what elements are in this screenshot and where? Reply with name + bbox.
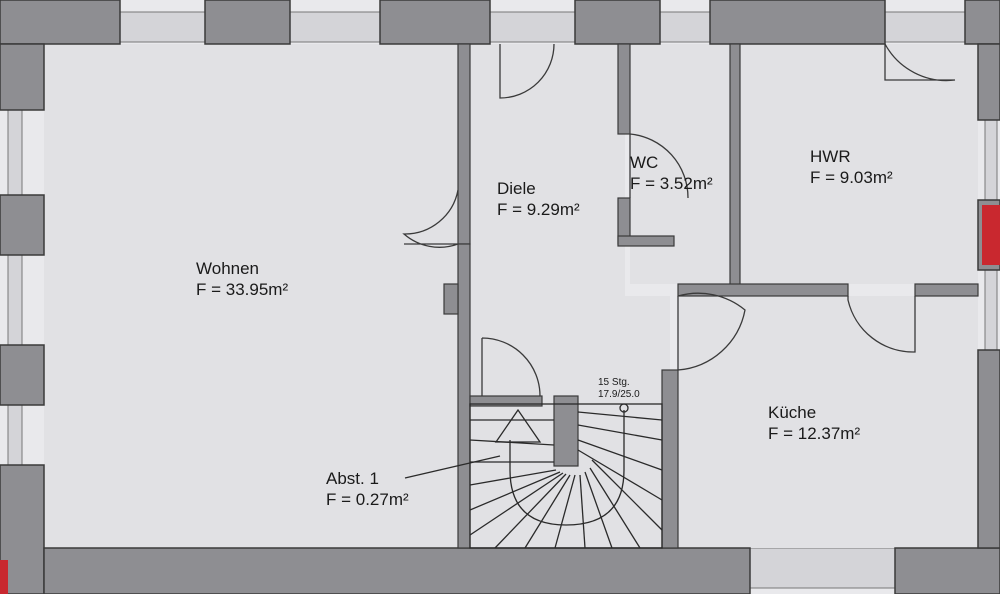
wall-top-1	[0, 0, 121, 45]
label-wohnen: Wohnen F = 33.95m²	[196, 258, 288, 300]
wall-wc-bottom	[617, 235, 675, 247]
label-stairs: 15 Stg. 17.9/25.0	[598, 377, 640, 401]
wall-hwr-bottom-right	[914, 283, 979, 297]
red-marks	[0, 205, 1000, 594]
interior-walls	[443, 43, 979, 549]
room-floors	[44, 44, 978, 548]
wall-wohnen-diele-lower	[457, 243, 471, 549]
wall-left-1	[0, 43, 45, 111]
label-diele: Diele F = 9.29m²	[497, 178, 580, 220]
wall-niche	[443, 283, 459, 315]
wall-top-3	[379, 0, 491, 45]
stair-start-dot	[619, 403, 629, 413]
label-stairs-steps: 15 Stg.	[598, 377, 630, 388]
label-wohnen-area: F = 33.95m²	[196, 280, 289, 299]
wall-bottom-2	[894, 547, 1000, 594]
wall-right-3	[977, 349, 1000, 549]
stair-direction-arrow	[494, 408, 542, 443]
wall-stair-core	[553, 395, 579, 467]
label-diele-name: Diele	[497, 179, 536, 198]
label-abst-area: F = 0.27m²	[326, 490, 409, 509]
door-wohnen-diele	[402, 189, 459, 248]
label-kueche-name: Küche	[768, 403, 817, 422]
wall-top-6	[964, 0, 1000, 45]
door-hwr-entrance	[884, 43, 956, 82]
wall-wc-hwr	[729, 43, 741, 295]
stair-walkline	[509, 410, 625, 526]
exterior-context	[7, 11, 998, 589]
door-kueche	[677, 292, 746, 371]
label-stairs-dimension: 17.9/25.0	[598, 389, 640, 400]
door-entrance	[499, 43, 555, 99]
wall-kueche-left	[661, 369, 679, 549]
wall-right-1	[977, 43, 1000, 121]
label-kueche-area: F = 12.37m²	[768, 424, 861, 443]
abst-pointer	[404, 455, 501, 479]
room-wohnen	[44, 44, 458, 548]
wall-diele-wc	[617, 43, 631, 135]
door-wc	[629, 133, 689, 199]
room-kueche	[678, 296, 978, 548]
label-abst-name: Abst. 1	[326, 469, 379, 488]
wall-stair-top	[469, 395, 543, 407]
wall-left-2	[0, 194, 45, 256]
room-diele-lower	[470, 296, 670, 408]
wall-top-2	[204, 0, 291, 45]
wall-hwr-bottom	[677, 283, 849, 297]
wall-top-4	[574, 0, 661, 45]
wall-wohnen-diele-upper	[457, 43, 471, 245]
label-wc-area: F = 3.52m²	[630, 174, 713, 193]
wall-bottom-1	[43, 547, 751, 594]
label-abst: Abst. 1 F = 0.27m²	[326, 468, 409, 510]
label-wc-name: WC	[630, 153, 659, 172]
label-hwr-area: F = 9.03m²	[810, 168, 893, 187]
door-swings	[402, 43, 956, 397]
label-wc: WC F = 3.52m²	[630, 152, 713, 194]
door-abstell	[481, 337, 541, 397]
label-kueche: Küche F = 12.37m²	[768, 402, 860, 444]
label-hwr-name: HWR	[810, 147, 851, 166]
door-hwr-kueche	[847, 296, 916, 353]
wall-left-3	[0, 344, 45, 406]
label-diele-area: F = 9.29m²	[497, 200, 580, 219]
staircase	[404, 403, 663, 549]
label-wohnen-name: Wohnen	[196, 259, 260, 278]
room-hwr	[740, 44, 978, 284]
label-hwr: HWR F = 9.03m²	[810, 146, 893, 188]
wall-top-5	[709, 0, 886, 45]
